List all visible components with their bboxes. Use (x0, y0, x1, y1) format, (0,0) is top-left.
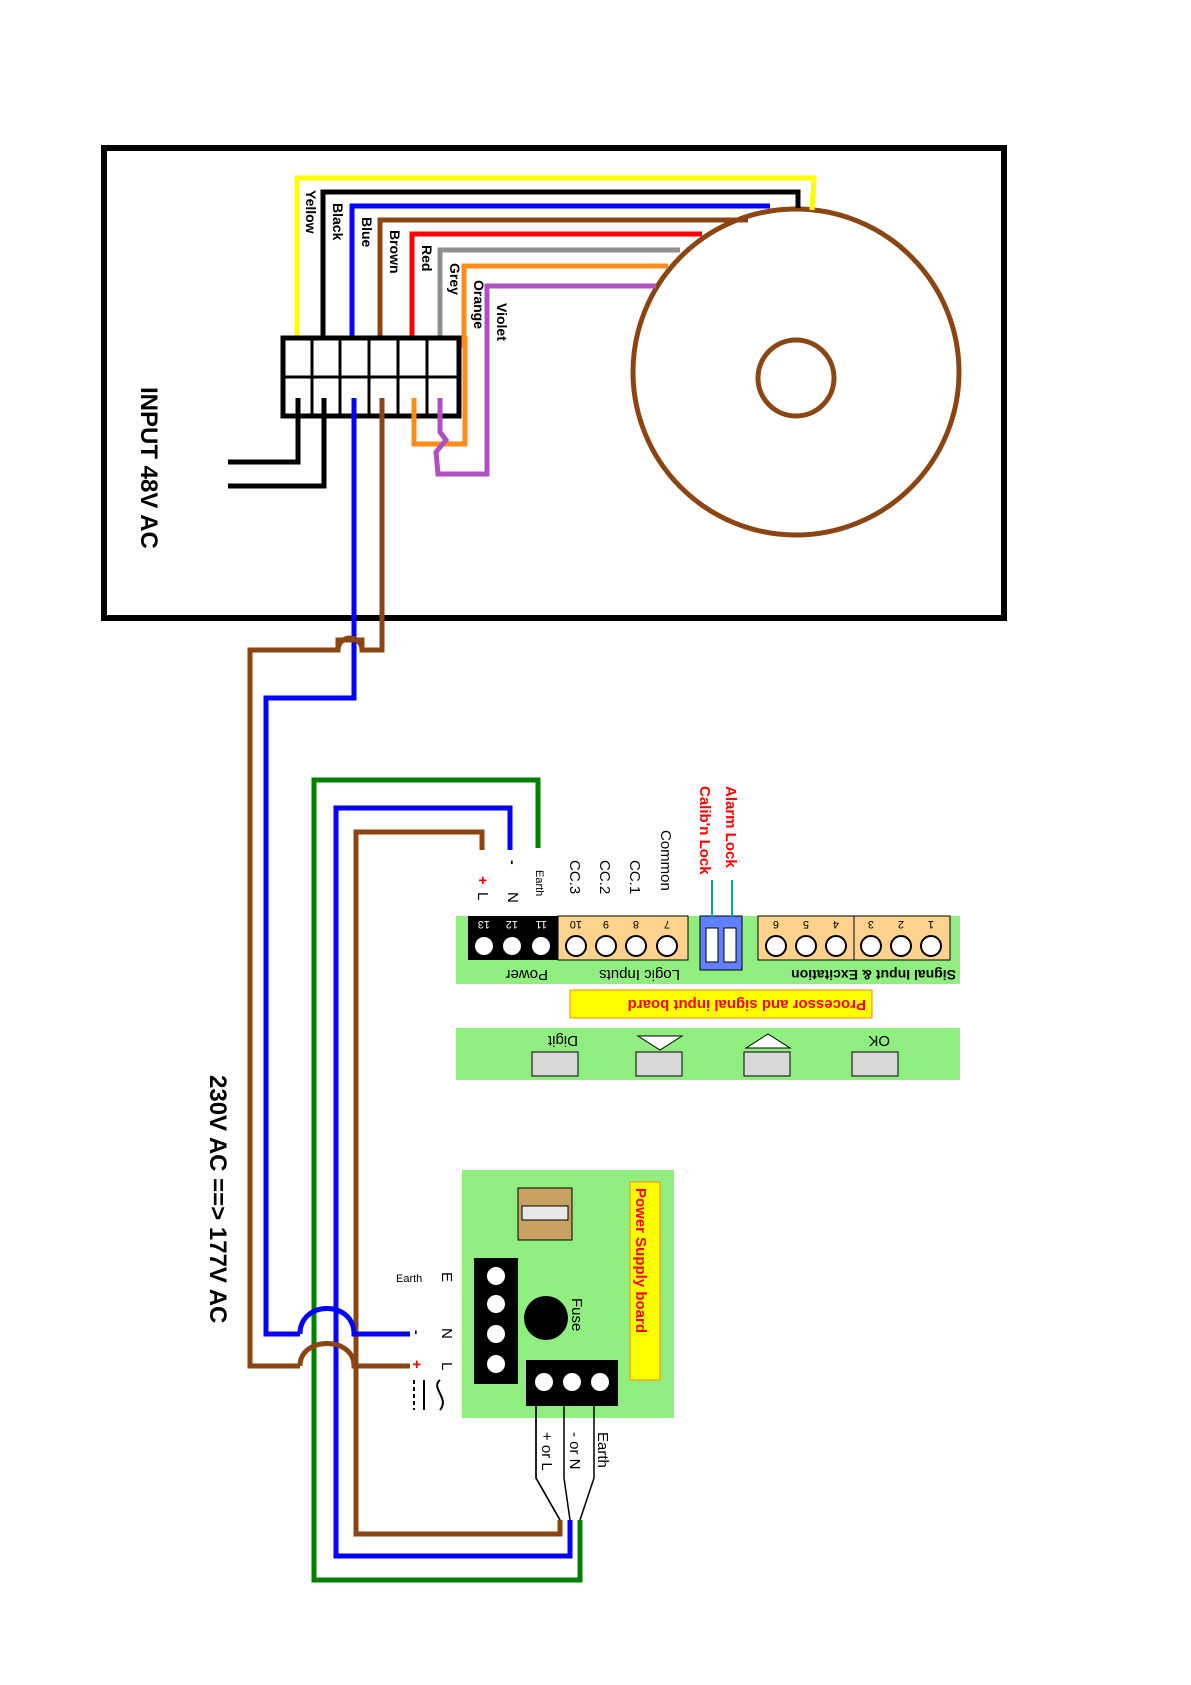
alarm-lock-switch (723, 927, 737, 963)
power-earth-label: Earth (533, 870, 545, 896)
svg-text:11: 11 (536, 918, 547, 930)
psu-out-minus-label: - or N (566, 1432, 583, 1470)
psu-earth-label: Earth (396, 1273, 422, 1285)
psu-title: Power Supply board (632, 1188, 649, 1333)
psu-minus-label: - (409, 1330, 425, 1335)
svg-text:13: 13 (478, 918, 490, 930)
ok-button-label: OK (868, 1032, 890, 1049)
blue-wire (349, 203, 770, 348)
svg-text:7: 7 (664, 918, 670, 930)
wire-label-red: Red (419, 245, 435, 271)
down-button[interactable] (635, 1051, 683, 1077)
group-label-logic: Logic Inputs (599, 966, 680, 983)
wire-label-grey: Grey (447, 263, 463, 295)
signal-terminal-screws (765, 935, 942, 957)
psu-output-lead-1 (535, 1404, 561, 1521)
processor-board: 13 12 11 10 9 8 7 6 5 4 3 2 1 Power Logi… (456, 915, 960, 984)
digit-button[interactable] (531, 1051, 579, 1077)
calib-lock-switch (705, 927, 719, 963)
up-arrow-icon (744, 1033, 792, 1049)
power-n-label: N (504, 892, 521, 903)
svg-text:1: 1 (928, 918, 934, 930)
violet-jumper (433, 336, 490, 477)
svg-text:6: 6 (773, 918, 779, 930)
ok-button[interactable] (851, 1051, 899, 1077)
psu-e-label: E (438, 1272, 455, 1282)
transformer-terminal-block (280, 335, 462, 419)
input-lead-2 (228, 398, 327, 489)
psu-l-label: L (438, 1362, 455, 1370)
wire-label-brown: Brown (387, 230, 403, 274)
group-label-power: Power (505, 966, 548, 983)
psu-n-label: N (438, 1328, 455, 1339)
button-board: Digit OK (456, 1028, 960, 1080)
logic-label-common: Common (657, 830, 674, 891)
power-supply-board: Fuse Power Supply board (462, 1170, 674, 1418)
toroid-hole (755, 337, 837, 419)
supply-voltage-label: 230V AC ==> 177V AC (204, 1075, 231, 1323)
grey-wire (437, 247, 680, 348)
terminal-numbers: 13 12 11 10 9 8 7 6 5 4 3 2 1 (478, 918, 934, 930)
svg-text:9: 9 (603, 918, 609, 930)
digit-button-label: Digit (547, 1032, 578, 1049)
logic-label-cc1: CC.1 (626, 860, 643, 894)
calib-lock-label: Calib'n Lock (696, 786, 713, 875)
toroid-core (630, 206, 962, 538)
psu-title-box (629, 1181, 661, 1381)
psu-plus-label: + (408, 1360, 425, 1369)
psu-out-earth-label: Earth (594, 1432, 611, 1468)
dc-ac-symbol-icon (413, 1379, 444, 1411)
processor-board-title-box (569, 989, 873, 1019)
input-voltage-label: INPUT 48V AC (135, 387, 162, 549)
wire-labels: Yellow Black Blue Brown Red Grey Orange … (303, 190, 510, 341)
brown-wire (377, 217, 748, 348)
svg-text:5: 5 (803, 918, 809, 930)
fuse-icon (524, 1296, 568, 1340)
blue-crossover (297, 1306, 410, 1337)
power-l-label: L (474, 892, 491, 900)
psu-output-lead-2 (563, 1404, 571, 1521)
fuse-label: Fuse (568, 1298, 585, 1331)
alarm-lock-label: Alarm Lock (722, 786, 739, 868)
logic-label-cc3: CC.3 (566, 860, 583, 894)
supply-blue-wire (263, 398, 357, 1337)
svg-text:4: 4 (833, 918, 839, 930)
wire-label-violet: Violet (494, 303, 510, 341)
black-wire (320, 189, 801, 348)
green-earth-wire (311, 777, 583, 1583)
psu-output-lead-3 (579, 1404, 595, 1521)
psu-out-plus-label: + or L (538, 1432, 555, 1471)
svg-text:10: 10 (570, 918, 582, 930)
yellow-wire (294, 175, 817, 348)
down-arrow-icon (636, 1035, 684, 1051)
up-button[interactable] (743, 1051, 791, 1077)
transformer-enclosure (101, 145, 1007, 621)
logic-terminal-screws (565, 935, 678, 957)
wire-label-orange: Orange (471, 280, 487, 329)
blue-power-wire (333, 805, 573, 1559)
brown-crossover-2 (297, 1341, 410, 1369)
logic-label-cc2: CC.2 (596, 860, 613, 894)
svg-text:12: 12 (506, 918, 518, 930)
wire-label-yellow: Yellow (303, 190, 319, 234)
violet-wire (484, 283, 656, 348)
input-lead-1 (228, 398, 301, 465)
power-plus-label: + (474, 876, 491, 885)
group-label-signal: Signal Input & Excitation (791, 967, 956, 983)
wire-label-black: Black (330, 203, 346, 241)
orange-wire (461, 263, 668, 348)
wire-label-blue: Blue (359, 217, 375, 248)
processor-board-title: Processor and signal input board (628, 996, 866, 1013)
power-minus-label: - (505, 860, 521, 865)
svg-text:3: 3 (868, 918, 874, 930)
power-terminal-screws (473, 935, 552, 957)
brown-crossover-1 (335, 635, 365, 651)
supply-brown-wire (247, 398, 385, 1369)
red-wire (409, 231, 702, 348)
svg-text:8: 8 (633, 918, 639, 930)
svg-text:2: 2 (898, 918, 904, 930)
brown-power-wire (353, 829, 563, 1537)
